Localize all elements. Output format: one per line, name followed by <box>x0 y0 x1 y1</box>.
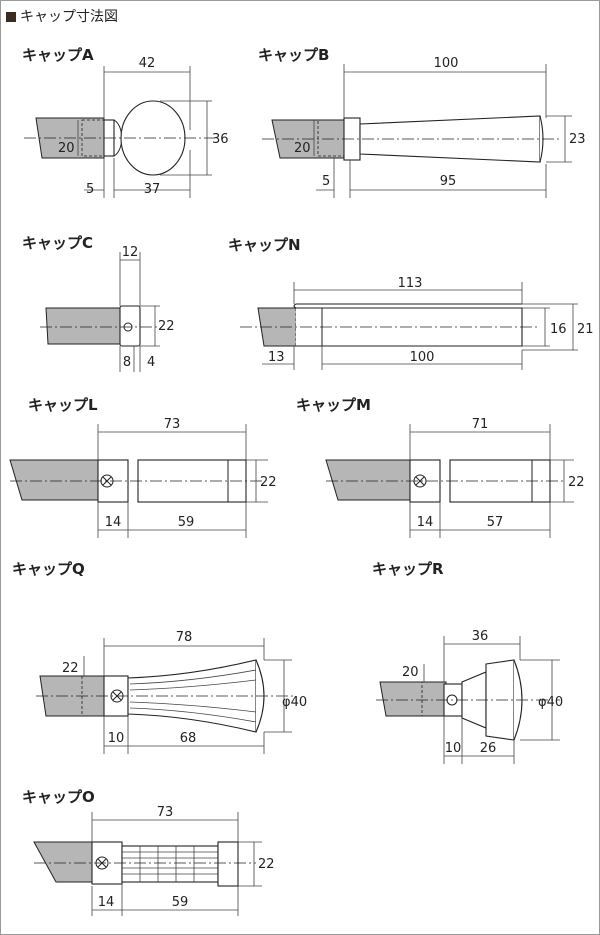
cap-o-rod <box>33 841 97 883</box>
cap-b-dim-head: 95 <box>440 174 457 189</box>
cap-b-dim-bracket: 5 <box>322 174 330 189</box>
cap-n-dim-head: 100 <box>410 350 435 365</box>
cap-c-drawing: キャップC 12 22 8 4 <box>22 234 175 372</box>
cap-l-rod <box>9 459 101 501</box>
cap-q-rib <box>129 707 257 723</box>
cap-r-label: キャップR <box>372 560 444 578</box>
cap-l-label: キャップL <box>28 396 98 414</box>
cap-m-label: キャップM <box>296 396 371 414</box>
cap-n-label: キャップN <box>228 236 301 254</box>
cap-n-drawing: キャップN 113 16 21 13 100 <box>228 236 594 370</box>
cap-m-rod <box>325 459 413 501</box>
cap-c-label: キャップC <box>22 234 93 252</box>
cap-c-rod <box>45 307 123 345</box>
cap-l-dim-bracket: 14 <box>105 515 122 530</box>
cap-n-body <box>293 303 523 347</box>
cap-a-drawing: キャップA 42 36 20 5 37 <box>22 46 229 198</box>
cap-o-drawing: キャップO 73 22 14 59 <box>22 788 275 916</box>
cap-a-dim-total: 42 <box>139 56 156 71</box>
cap-m-dim-head: 57 <box>487 515 504 530</box>
cap-a-label: キャップA <box>22 46 94 64</box>
cap-o-end-cap <box>217 841 239 887</box>
cap-m-dim-total: 71 <box>472 417 489 432</box>
cap-o-dim-total: 73 <box>157 805 174 820</box>
cap-q-dim-rod: 22 <box>62 661 79 676</box>
cap-q-dim-head: 68 <box>180 731 197 746</box>
cap-q-dim-bracket: 10 <box>108 731 125 746</box>
cap-a-dim-height: 36 <box>212 132 229 147</box>
cap-a-dim-head: 37 <box>144 182 161 197</box>
cap-q-label: キャップQ <box>12 560 85 578</box>
cap-n-dim-total: 113 <box>398 276 423 291</box>
cap-c-dim-b: 4 <box>147 355 155 370</box>
cap-b-dim-height: 23 <box>569 132 586 147</box>
cap-r-dim-rod: 20 <box>402 665 419 680</box>
cap-b-label: キャップB <box>258 46 329 64</box>
cap-q-drawing: キャップQ 78 22 φ40 10 68 <box>12 560 307 754</box>
cap-r-dim-dia: φ40 <box>538 695 563 710</box>
cap-b-hidden-bracket <box>317 119 345 157</box>
cap-b-dim-rod: 20 <box>294 141 311 156</box>
cap-l-dim-head: 59 <box>178 515 195 530</box>
cap-a-dim-rod: 20 <box>58 141 75 156</box>
cap-n-dim-bracket: 13 <box>268 350 285 365</box>
cap-o-dim-bracket: 14 <box>98 895 115 910</box>
cap-c-bracket <box>119 305 141 347</box>
cap-o-dim-head: 59 <box>172 895 189 910</box>
cap-q-dim-total: 78 <box>176 630 193 645</box>
cap-c-dim-height: 22 <box>158 319 175 334</box>
cap-m-screw-cross <box>415 476 425 486</box>
cap-a-dim-bracket: 5 <box>86 182 94 197</box>
cap-m-dim-height: 22 <box>568 475 585 490</box>
cap-l-dim-height: 22 <box>260 475 277 490</box>
cap-c-dim-a: 8 <box>123 355 131 370</box>
cap-b-dim-total: 100 <box>434 56 459 71</box>
cap-q-dim-dia: φ40 <box>282 695 307 710</box>
title-square-icon <box>6 12 16 22</box>
cap-q-rib <box>129 701 257 713</box>
sheet-title: キャップ寸法図 <box>6 6 118 26</box>
cap-m-dim-bracket: 14 <box>417 515 434 530</box>
cap-c-dim-width: 12 <box>122 245 139 260</box>
cap-r-drawing: キャップR 36 20 φ40 10 26 <box>372 560 563 764</box>
cap-q-rib <box>129 679 257 691</box>
cap-m-drawing: キャップM 71 22 14 57 <box>296 396 585 538</box>
cap-l-drawing: キャップL 73 22 14 59 <box>9 396 277 538</box>
cap-r-dim-total: 36 <box>472 629 489 644</box>
cap-o-dim-height: 22 <box>258 857 275 872</box>
cap-q-rib <box>129 669 257 685</box>
cap-l-dim-total: 73 <box>164 417 181 432</box>
cap-n-dim-outer: 21 <box>577 322 594 337</box>
cap-r-dim-head: 26 <box>480 741 497 756</box>
cap-r-rod <box>379 681 447 717</box>
cap-n-dim-inner: 16 <box>550 322 567 337</box>
sheet-title-text: キャップ寸法図 <box>20 9 118 25</box>
cap-o-lattice-body <box>121 845 219 883</box>
cap-r-dim-bracket: 10 <box>445 741 462 756</box>
cap-b-drawing: キャップB 100 23 20 5 95 <box>258 46 586 198</box>
cap-o-label: キャップO <box>22 788 95 806</box>
